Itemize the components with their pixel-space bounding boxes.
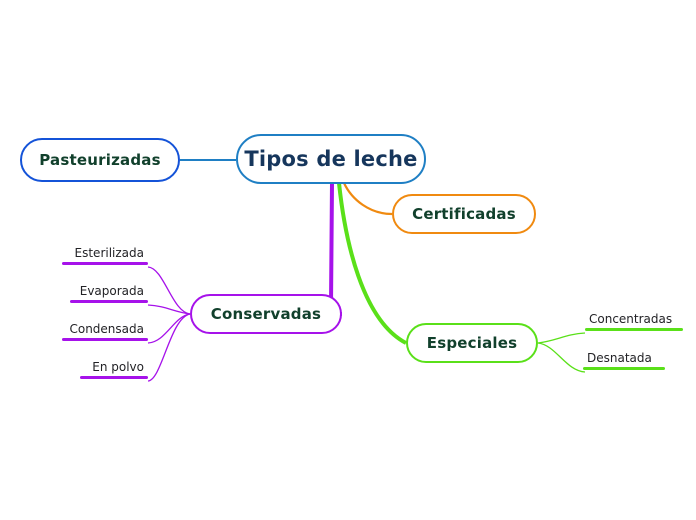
- leaf-evaporada-label: Evaporada: [79, 284, 144, 298]
- leaf-condensada[interactable]: Condensada: [62, 322, 148, 341]
- connector-especiales-desnatada: [537, 342, 586, 373]
- leaf-concentradas[interactable]: Concentradas: [585, 312, 683, 331]
- node-pasteurizadas[interactable]: Pasteurizadas: [20, 138, 180, 182]
- node-pasteurizadas-label: Pasteurizadas: [39, 151, 161, 169]
- connector-especiales-concentradas: [537, 332, 586, 344]
- leaf-desnatada[interactable]: Desnatada: [583, 351, 665, 370]
- leaf-concentradas-underline: [585, 328, 683, 331]
- leaf-desnatada-underline: [583, 367, 665, 370]
- leaf-condensada-underline: [62, 338, 148, 341]
- connector-conservadas-esterilizada: [147, 266, 191, 315]
- connector-conservadas-condensada: [147, 313, 191, 344]
- connector-conservadas-enpolvo: [147, 313, 191, 382]
- leaf-evaporada[interactable]: Evaporada: [70, 284, 148, 303]
- leaf-en-polvo[interactable]: En polvo: [80, 360, 148, 379]
- connector-conservadas-evaporada: [147, 304, 191, 315]
- node-central-label: Tipos de leche: [244, 147, 418, 171]
- node-certificadas[interactable]: Certificadas: [392, 194, 536, 234]
- node-certificadas-label: Certificadas: [412, 205, 516, 223]
- leaf-esterilizada-label: Esterilizada: [74, 246, 144, 260]
- node-conservadas[interactable]: Conservadas: [190, 294, 342, 334]
- leaf-esterilizada-underline: [62, 262, 148, 265]
- leaf-evaporada-underline: [70, 300, 148, 303]
- leaf-esterilizada[interactable]: Esterilizada: [62, 246, 148, 265]
- node-especiales[interactable]: Especiales: [406, 323, 538, 363]
- leaf-concentradas-label: Concentradas: [589, 312, 673, 326]
- node-central[interactable]: Tipos de leche: [236, 134, 426, 184]
- leaf-en-polvo-label: En polvo: [92, 360, 144, 374]
- node-especiales-label: Especiales: [426, 334, 518, 352]
- leaf-desnatada-label: Desnatada: [587, 351, 652, 365]
- connector-central-certificadas: [343, 182, 393, 216]
- node-conservadas-label: Conservadas: [210, 305, 322, 323]
- connector-central-conservadas: [328, 182, 343, 316]
- leaf-condensada-label: Condensada: [69, 322, 144, 336]
- leaf-en-polvo-underline: [80, 376, 148, 379]
